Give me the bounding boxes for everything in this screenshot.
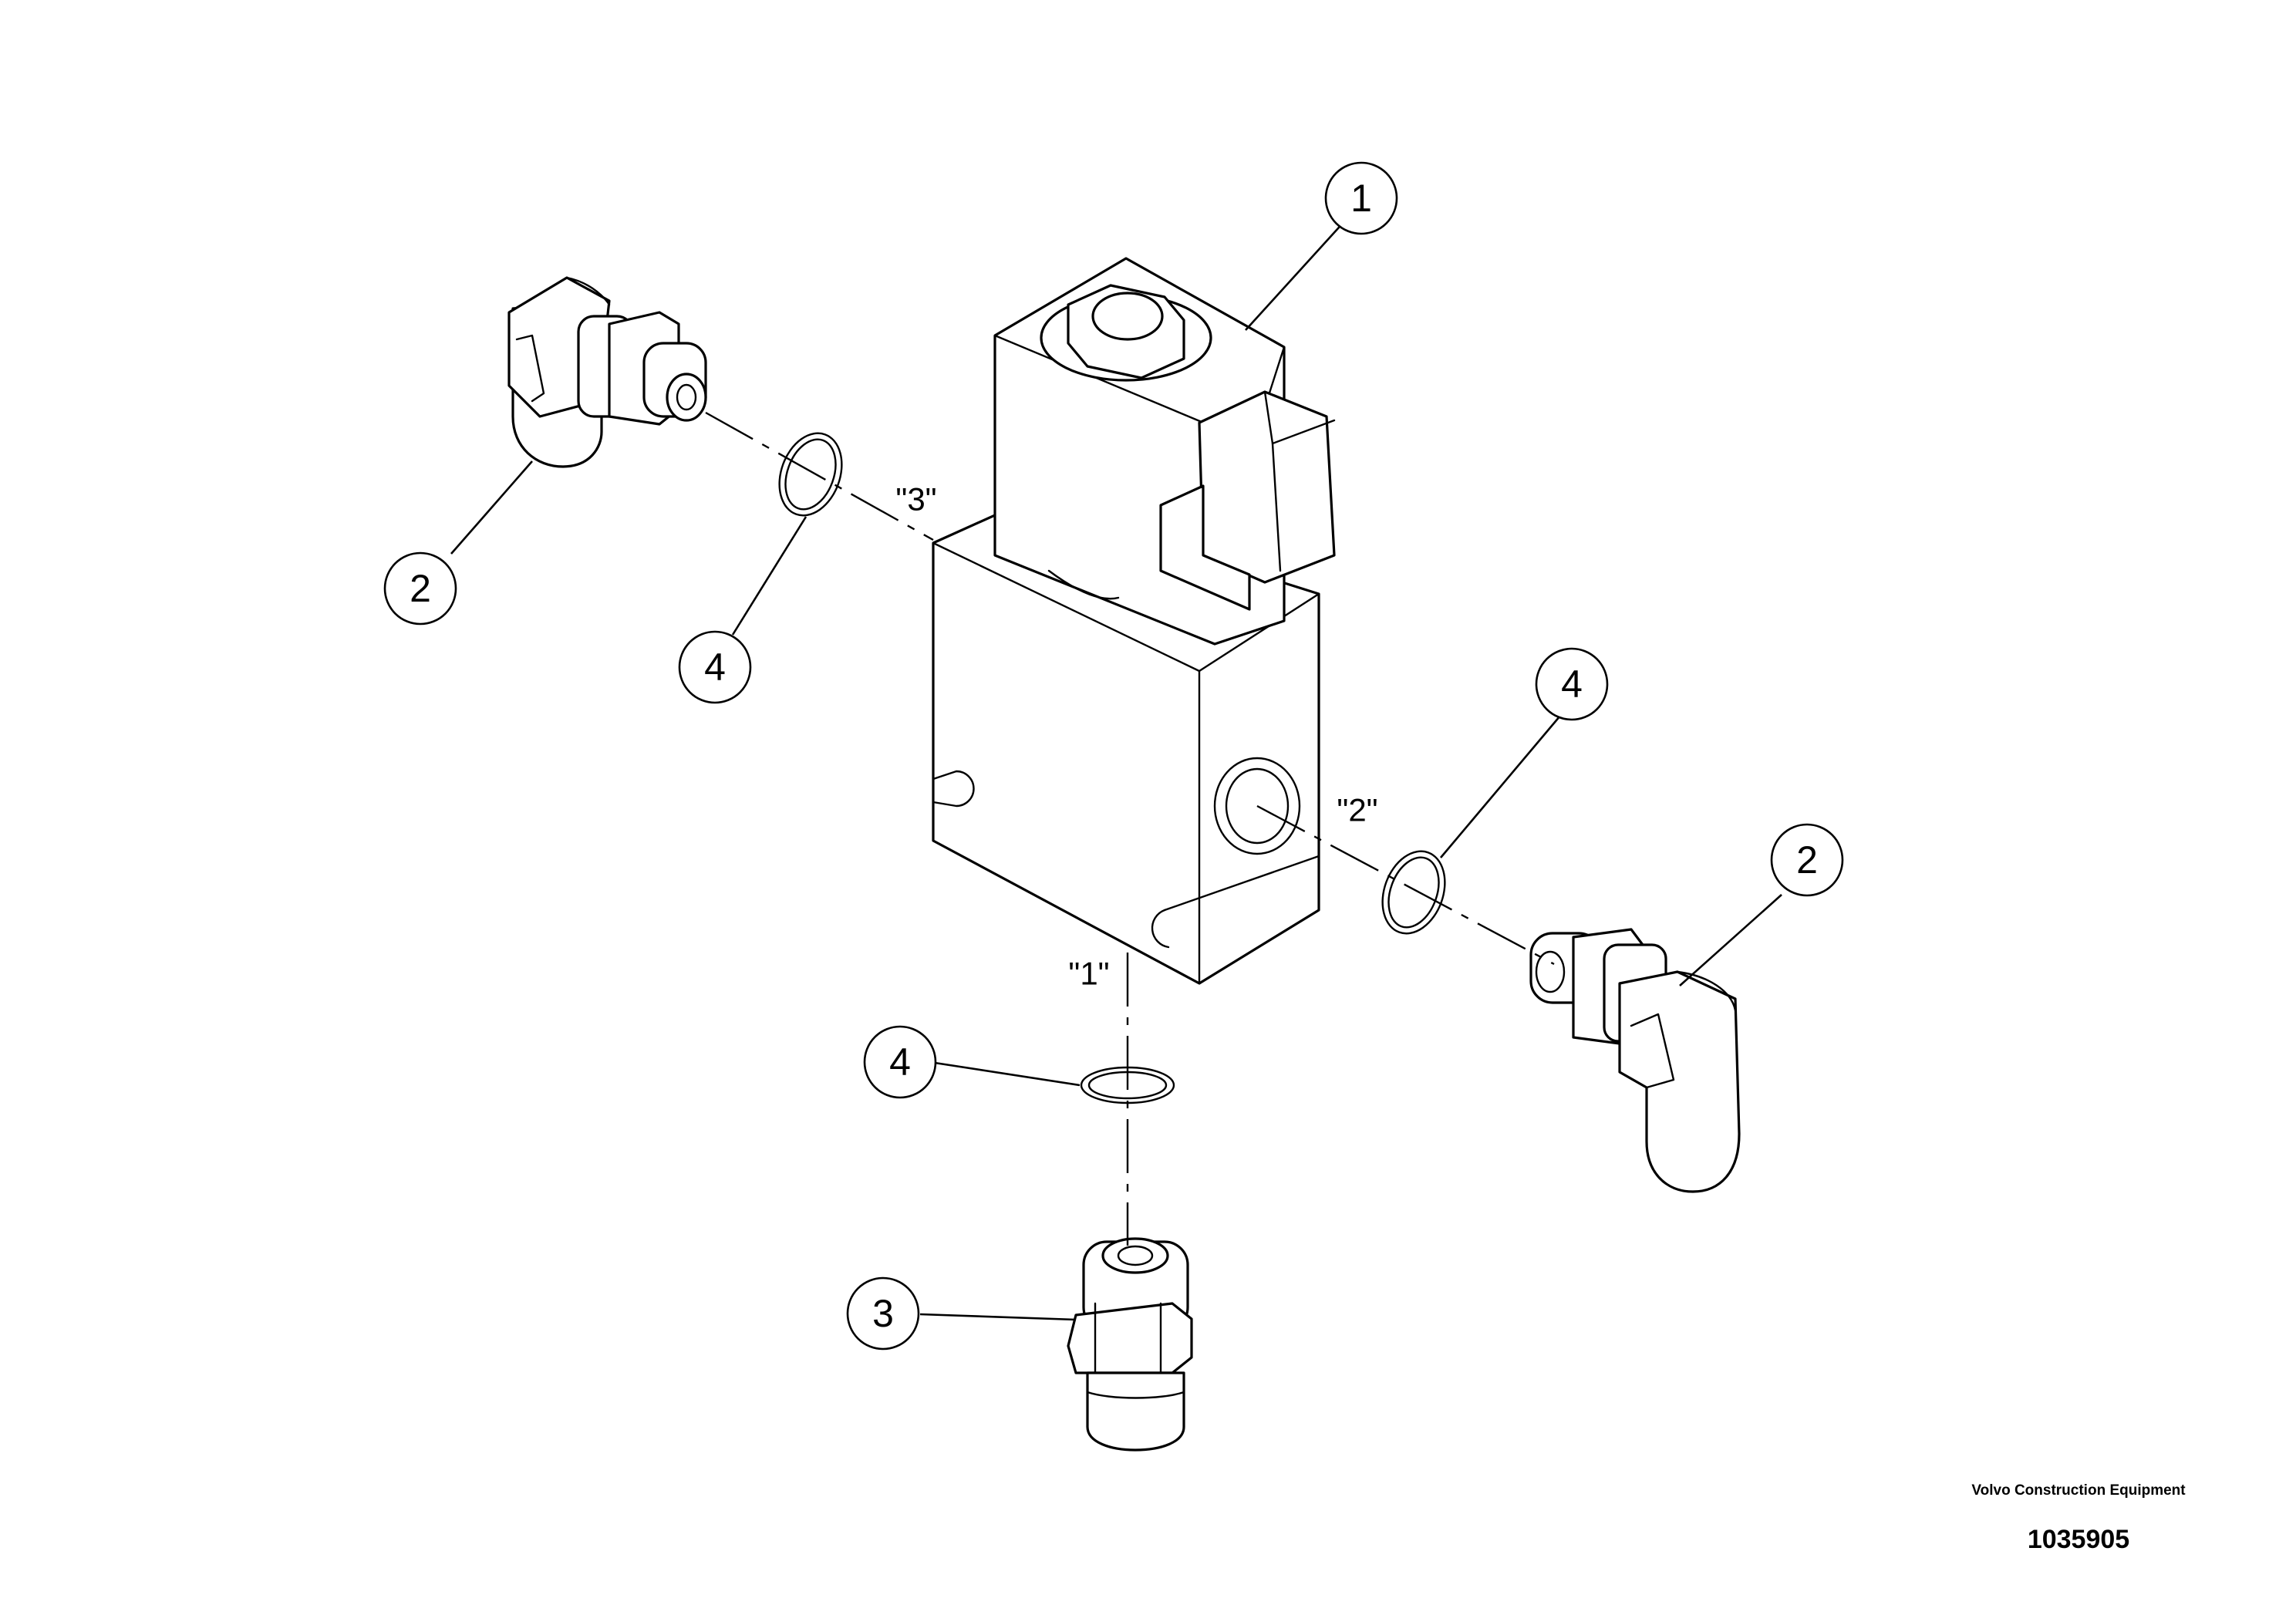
document-number: 1035905 (2027, 1525, 2130, 1554)
leader-3 (919, 1313, 1077, 1321)
leader-4b (1440, 715, 1561, 858)
straight-fitting-bottom (1067, 1237, 1193, 1452)
callout-4-top: 4 (678, 630, 752, 704)
callout-4-right: 4 (1535, 647, 1609, 721)
port-label-3: "3" (895, 481, 936, 518)
port-label-2: "2" (1337, 792, 1377, 828)
callout-2-top-left: 2 (383, 551, 457, 626)
svg-text:4: 4 (889, 1040, 911, 1084)
leader-4c (934, 1061, 1081, 1087)
leader-1 (1245, 219, 1347, 331)
callout-4-bottom: 4 (863, 1025, 937, 1099)
leader-4a (731, 516, 807, 636)
callout-3: 3 (846, 1276, 920, 1351)
centerline-port-2 (1256, 804, 1555, 966)
svg-text:4: 4 (704, 646, 726, 689)
svg-text:3: 3 (872, 1292, 894, 1335)
svg-text:2: 2 (1796, 838, 1818, 882)
o-ring-top (778, 432, 843, 517)
valve-body (932, 257, 1336, 985)
port-label-1: "1" (1068, 956, 1109, 992)
svg-text:4: 4 (1561, 663, 1583, 706)
callout-2-right: 2 (1770, 823, 1844, 897)
manufacturer-label: Volvo Construction Equipment (1971, 1482, 2186, 1499)
centerline-port-3 (705, 411, 934, 541)
leader-2a (450, 460, 533, 555)
callout-1: 1 (1324, 161, 1398, 235)
o-ring-right (1381, 850, 1446, 935)
svg-text:1: 1 (1350, 177, 1372, 220)
svg-text:2: 2 (410, 567, 431, 610)
elbow-fitting-top-left (507, 276, 707, 468)
leader-2b (1679, 894, 1782, 986)
elbow-fitting-right (1529, 928, 1741, 1193)
